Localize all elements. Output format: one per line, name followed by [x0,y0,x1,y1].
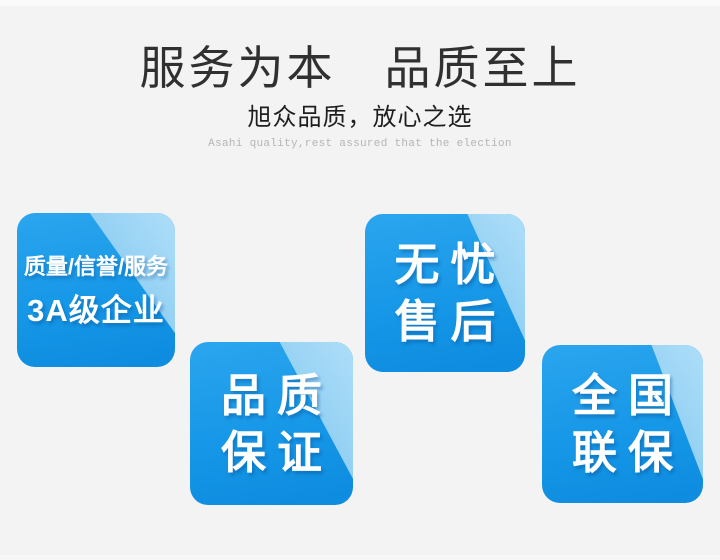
badge-line: 无忧 [394,239,507,290]
badge-line: 保证 [220,426,333,478]
badge-text: 品质 保证 [221,367,322,481]
bottom-strip [0,555,720,560]
badge-text: 全国 联保 [572,367,673,481]
page-title: 服务为本 品质至上 [139,42,581,94]
top-strip [0,0,720,6]
badge-text: 质量/信誉/服务 3A级企业 [24,252,168,328]
badge-line: 质量/信誉/服务 [23,254,169,279]
badge-3a-enterprise: 质量/信誉/服务 3A级企业 [17,213,175,367]
badge-worry-free-after-sales: 无忧 售后 [365,214,525,372]
badge-quality-guarantee: 品质 保证 [190,342,353,505]
badge-line: 联保 [571,427,684,478]
english-tagline: Asahi quality,rest assured that the elec… [208,138,512,150]
header: 服务为本 品质至上 旭众品质，放心之选 Asahi quality,rest a… [0,42,720,151]
badge-line: 3A级企业 [27,293,165,328]
badge-line: 品质 [220,369,333,421]
badge-line: 售后 [394,296,507,347]
badge-text: 无忧 售后 [394,236,495,350]
badge-nationwide-warranty: 全国 联保 [542,345,703,503]
badge-line: 全国 [571,370,684,421]
page-subtitle: 旭众品质，放心之选 [247,105,473,131]
